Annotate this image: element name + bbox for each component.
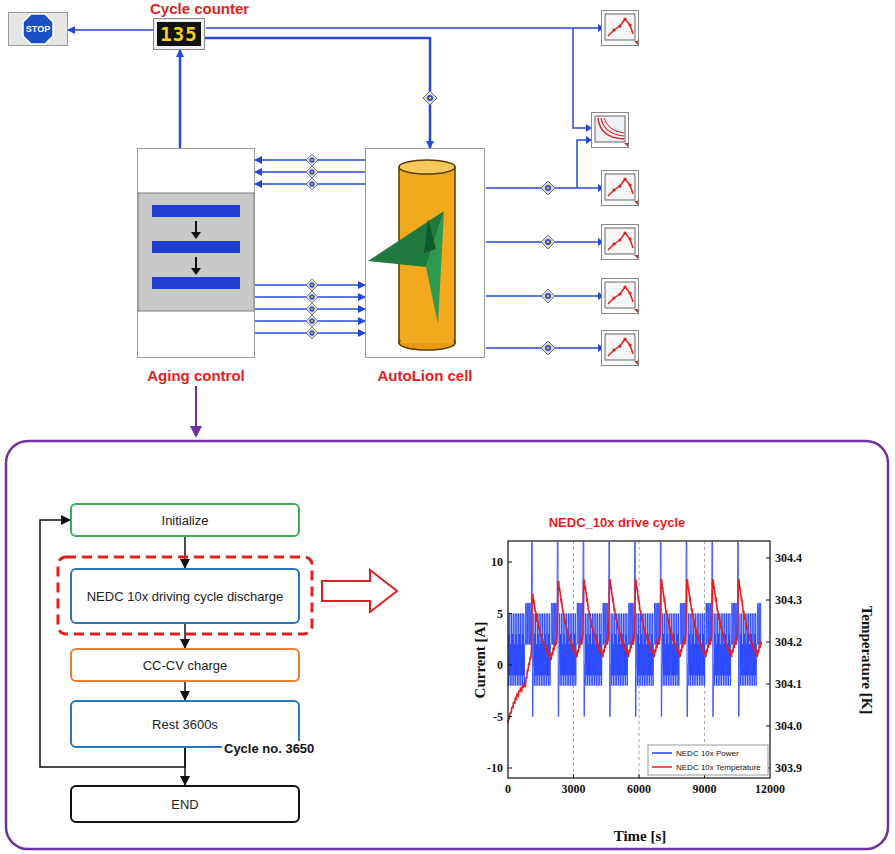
step-text: NEDC 10x driving cycle discharge: [87, 589, 284, 604]
tick-label: 304.0: [775, 719, 802, 734]
tick-label: 5: [497, 606, 503, 621]
connector: [184, 537, 186, 568]
process-box: CC-CV charge: [70, 648, 300, 682]
connector: [68, 29, 153, 31]
tick-label: 304.3: [775, 593, 802, 608]
connector: [184, 682, 186, 700]
cycle-counter: Cycle counter135: [153, 18, 205, 50]
sequence-panel: [138, 193, 254, 311]
step-text: CC-CV charge: [143, 658, 228, 673]
edge-label: Cycle no. 3650: [222, 741, 316, 756]
step-bar: [152, 205, 240, 217]
tick-label: -10: [487, 761, 503, 776]
block-title: AutoLion cell: [378, 367, 473, 384]
step-text: END: [171, 797, 198, 812]
counter-display: 135: [157, 22, 201, 46]
cell-icon: [366, 149, 484, 357]
tick-label: 12000: [755, 782, 785, 797]
process-box: NEDC 10x driving cycle discharge: [70, 568, 300, 624]
stop-text: STOP: [9, 24, 67, 34]
step-arrowhead: [191, 268, 201, 275]
connector: [205, 38, 430, 148]
tick-label: 6000: [627, 782, 651, 797]
step-bar: [152, 277, 240, 289]
tick-label: 304.2: [775, 635, 802, 650]
logo-shape: [424, 219, 436, 253]
block-title: Cycle counter: [150, 0, 249, 17]
tick-label: 10: [491, 555, 503, 570]
step-arrowhead: [191, 232, 201, 239]
tick-label: 9000: [693, 782, 717, 797]
tick-label: 3000: [562, 782, 586, 797]
tick-label: 304.1: [775, 677, 802, 692]
tick-label: 0: [497, 658, 503, 673]
step-text: Initialize: [162, 513, 209, 528]
stop-block: STOP: [8, 12, 68, 46]
tick-label: 304.4: [775, 551, 802, 566]
step-bar: [152, 241, 240, 253]
axis-label: Current [A]: [472, 622, 489, 699]
chart-title: NEDC_10x drive cycle: [549, 515, 686, 530]
block-title: Aging control: [147, 367, 245, 384]
aging-control-block: Aging control: [137, 148, 255, 358]
legend-text: NEDC 10x Temperature: [676, 763, 761, 772]
tick-label: 0: [505, 782, 511, 797]
step-text: Rest 3600s: [152, 717, 218, 732]
process-box: END: [70, 785, 300, 823]
cell-top: [399, 160, 455, 174]
axis-label: Temperature [K]: [858, 606, 875, 715]
legend-text: NEDC 10x Power: [676, 749, 739, 758]
connector: [184, 624, 186, 648]
connector: [179, 50, 182, 148]
temperature-trace: [508, 580, 761, 723]
tick-label: -5: [493, 709, 503, 724]
aging-icon: [138, 149, 254, 357]
process-box: Initialize: [70, 503, 300, 537]
tick-label: 303.9: [775, 761, 802, 776]
axis-label: Time [s]: [614, 828, 667, 845]
autolion-cell-block: AutoLion cell: [365, 148, 485, 358]
